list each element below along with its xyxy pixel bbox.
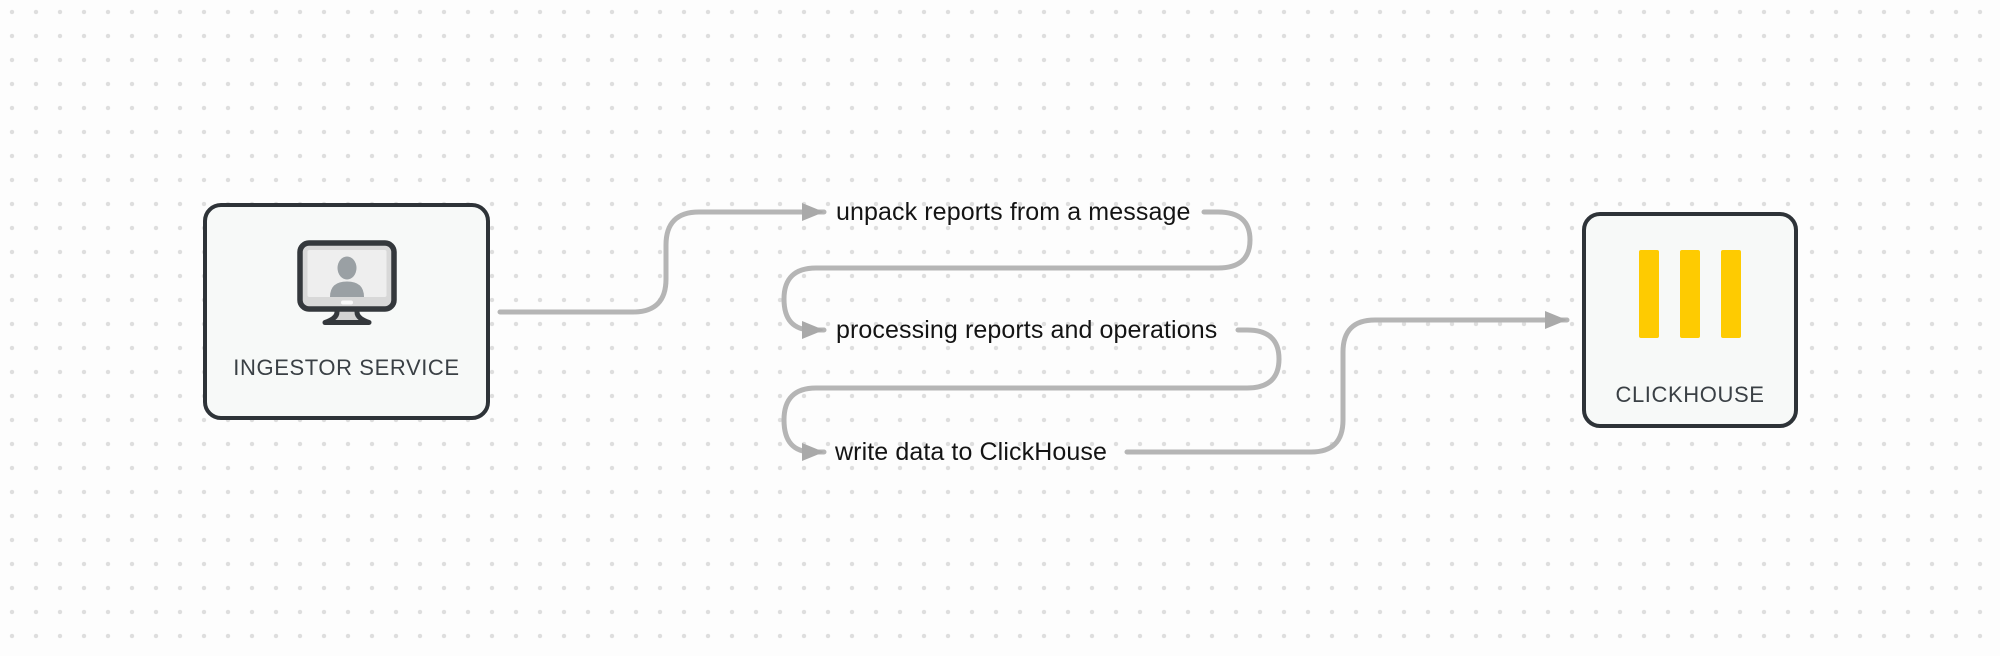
clickhouse-label: CLICKHOUSE [1615,382,1765,407]
flow-step-label-write: write data to ClickHouse [835,438,1107,466]
clickhouse-node: CLICKHOUSE [1582,212,1798,428]
connector-step3-to-clickhouse [1124,311,1570,455]
clickhouse-bars-icon [1639,250,1741,343]
flow-step-label-processing: processing reports and operations [836,316,1218,344]
ingestor-service-label: INGESTOR SERVICE [233,355,460,380]
connector-step2-to-step3 [781,327,1282,461]
connector-step1-to-step2 [781,209,1253,339]
flow-step-label-unpack: unpack reports from a message [836,198,1191,226]
connector-ingestor-to-step1 [497,203,827,315]
ingestor-service-node: INGESTOR SERVICE [203,203,490,420]
monitor-user-icon [296,240,397,339]
